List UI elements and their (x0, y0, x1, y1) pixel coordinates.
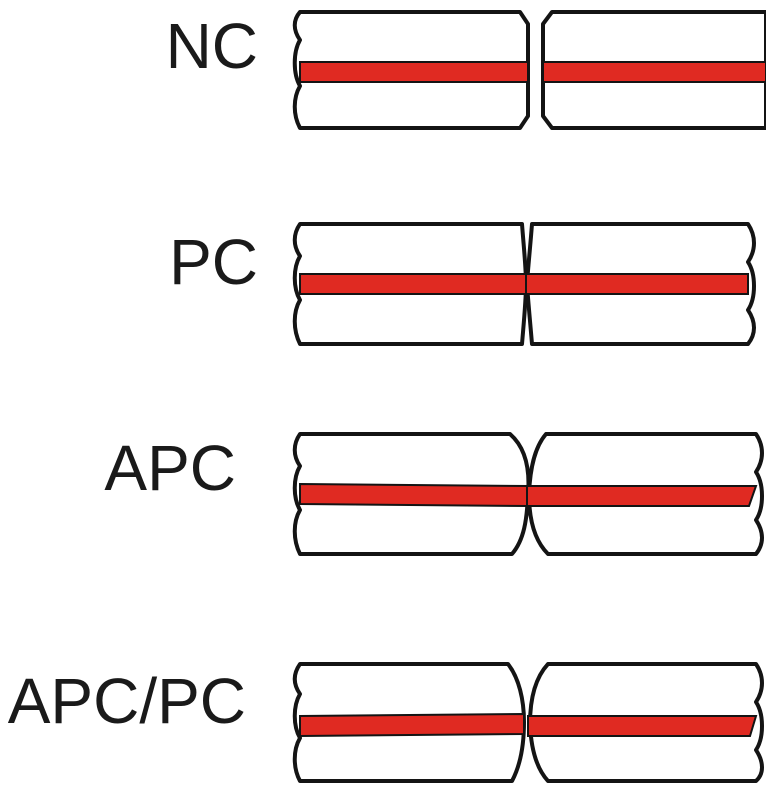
connector-row-pc: PC (169, 222, 756, 346)
connector-row-apc-pc: APC/PC (8, 662, 764, 783)
fiber-core-right-apc (526, 485, 758, 507)
connector-label-apc-pc: APC/PC (8, 665, 246, 737)
connector-label-nc: NC (166, 10, 258, 82)
connector-row-nc: NC (166, 10, 766, 130)
connector-label-pc: PC (169, 226, 258, 298)
connector-row-apc: APC (104, 432, 764, 556)
fiber-core-left-nc (299, 61, 529, 83)
fiber-core-left-apc (299, 482, 528, 508)
fiber-core-right-apc-pc (527, 715, 758, 737)
fiber-core-right-pc (525, 273, 749, 295)
fiber-core-right-nc (542, 61, 766, 83)
fiber-core-left-apc-pc (299, 712, 525, 738)
fiber-core-left-pc (299, 273, 527, 295)
connector-label-apc: APC (104, 432, 236, 504)
